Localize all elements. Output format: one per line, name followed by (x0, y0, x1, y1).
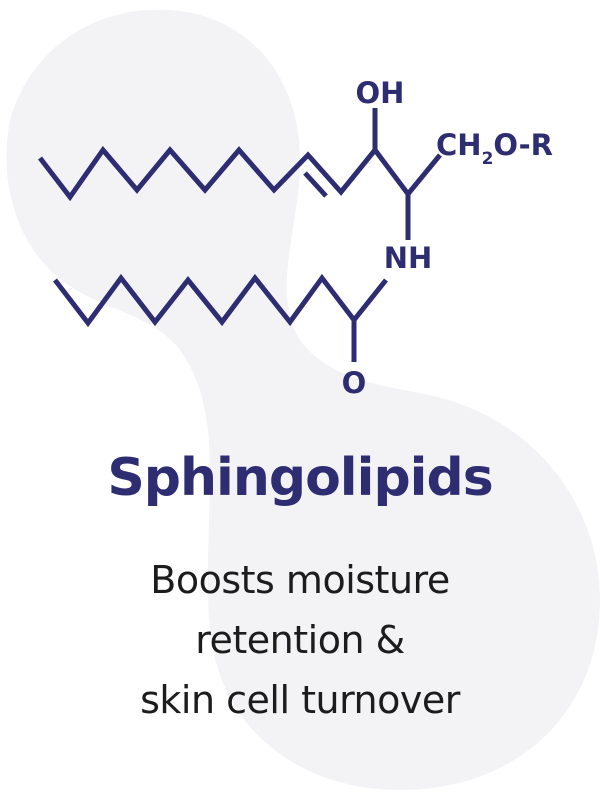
background-blob (6, 9, 600, 790)
double-bond-line (303, 171, 328, 198)
nh-label: NH (384, 241, 433, 275)
description-line-1: Boosts moisture (150, 558, 450, 602)
fatty-acid-chain-bond (53, 273, 388, 328)
ch2or-label: CH2O-R (436, 128, 553, 169)
title: Sphingolipids (107, 448, 493, 508)
oh-label: OH (356, 76, 405, 110)
description-line-2: retention & (195, 618, 405, 662)
description-line-3: skin cell turnover (140, 678, 460, 722)
o-label: O (342, 366, 367, 400)
